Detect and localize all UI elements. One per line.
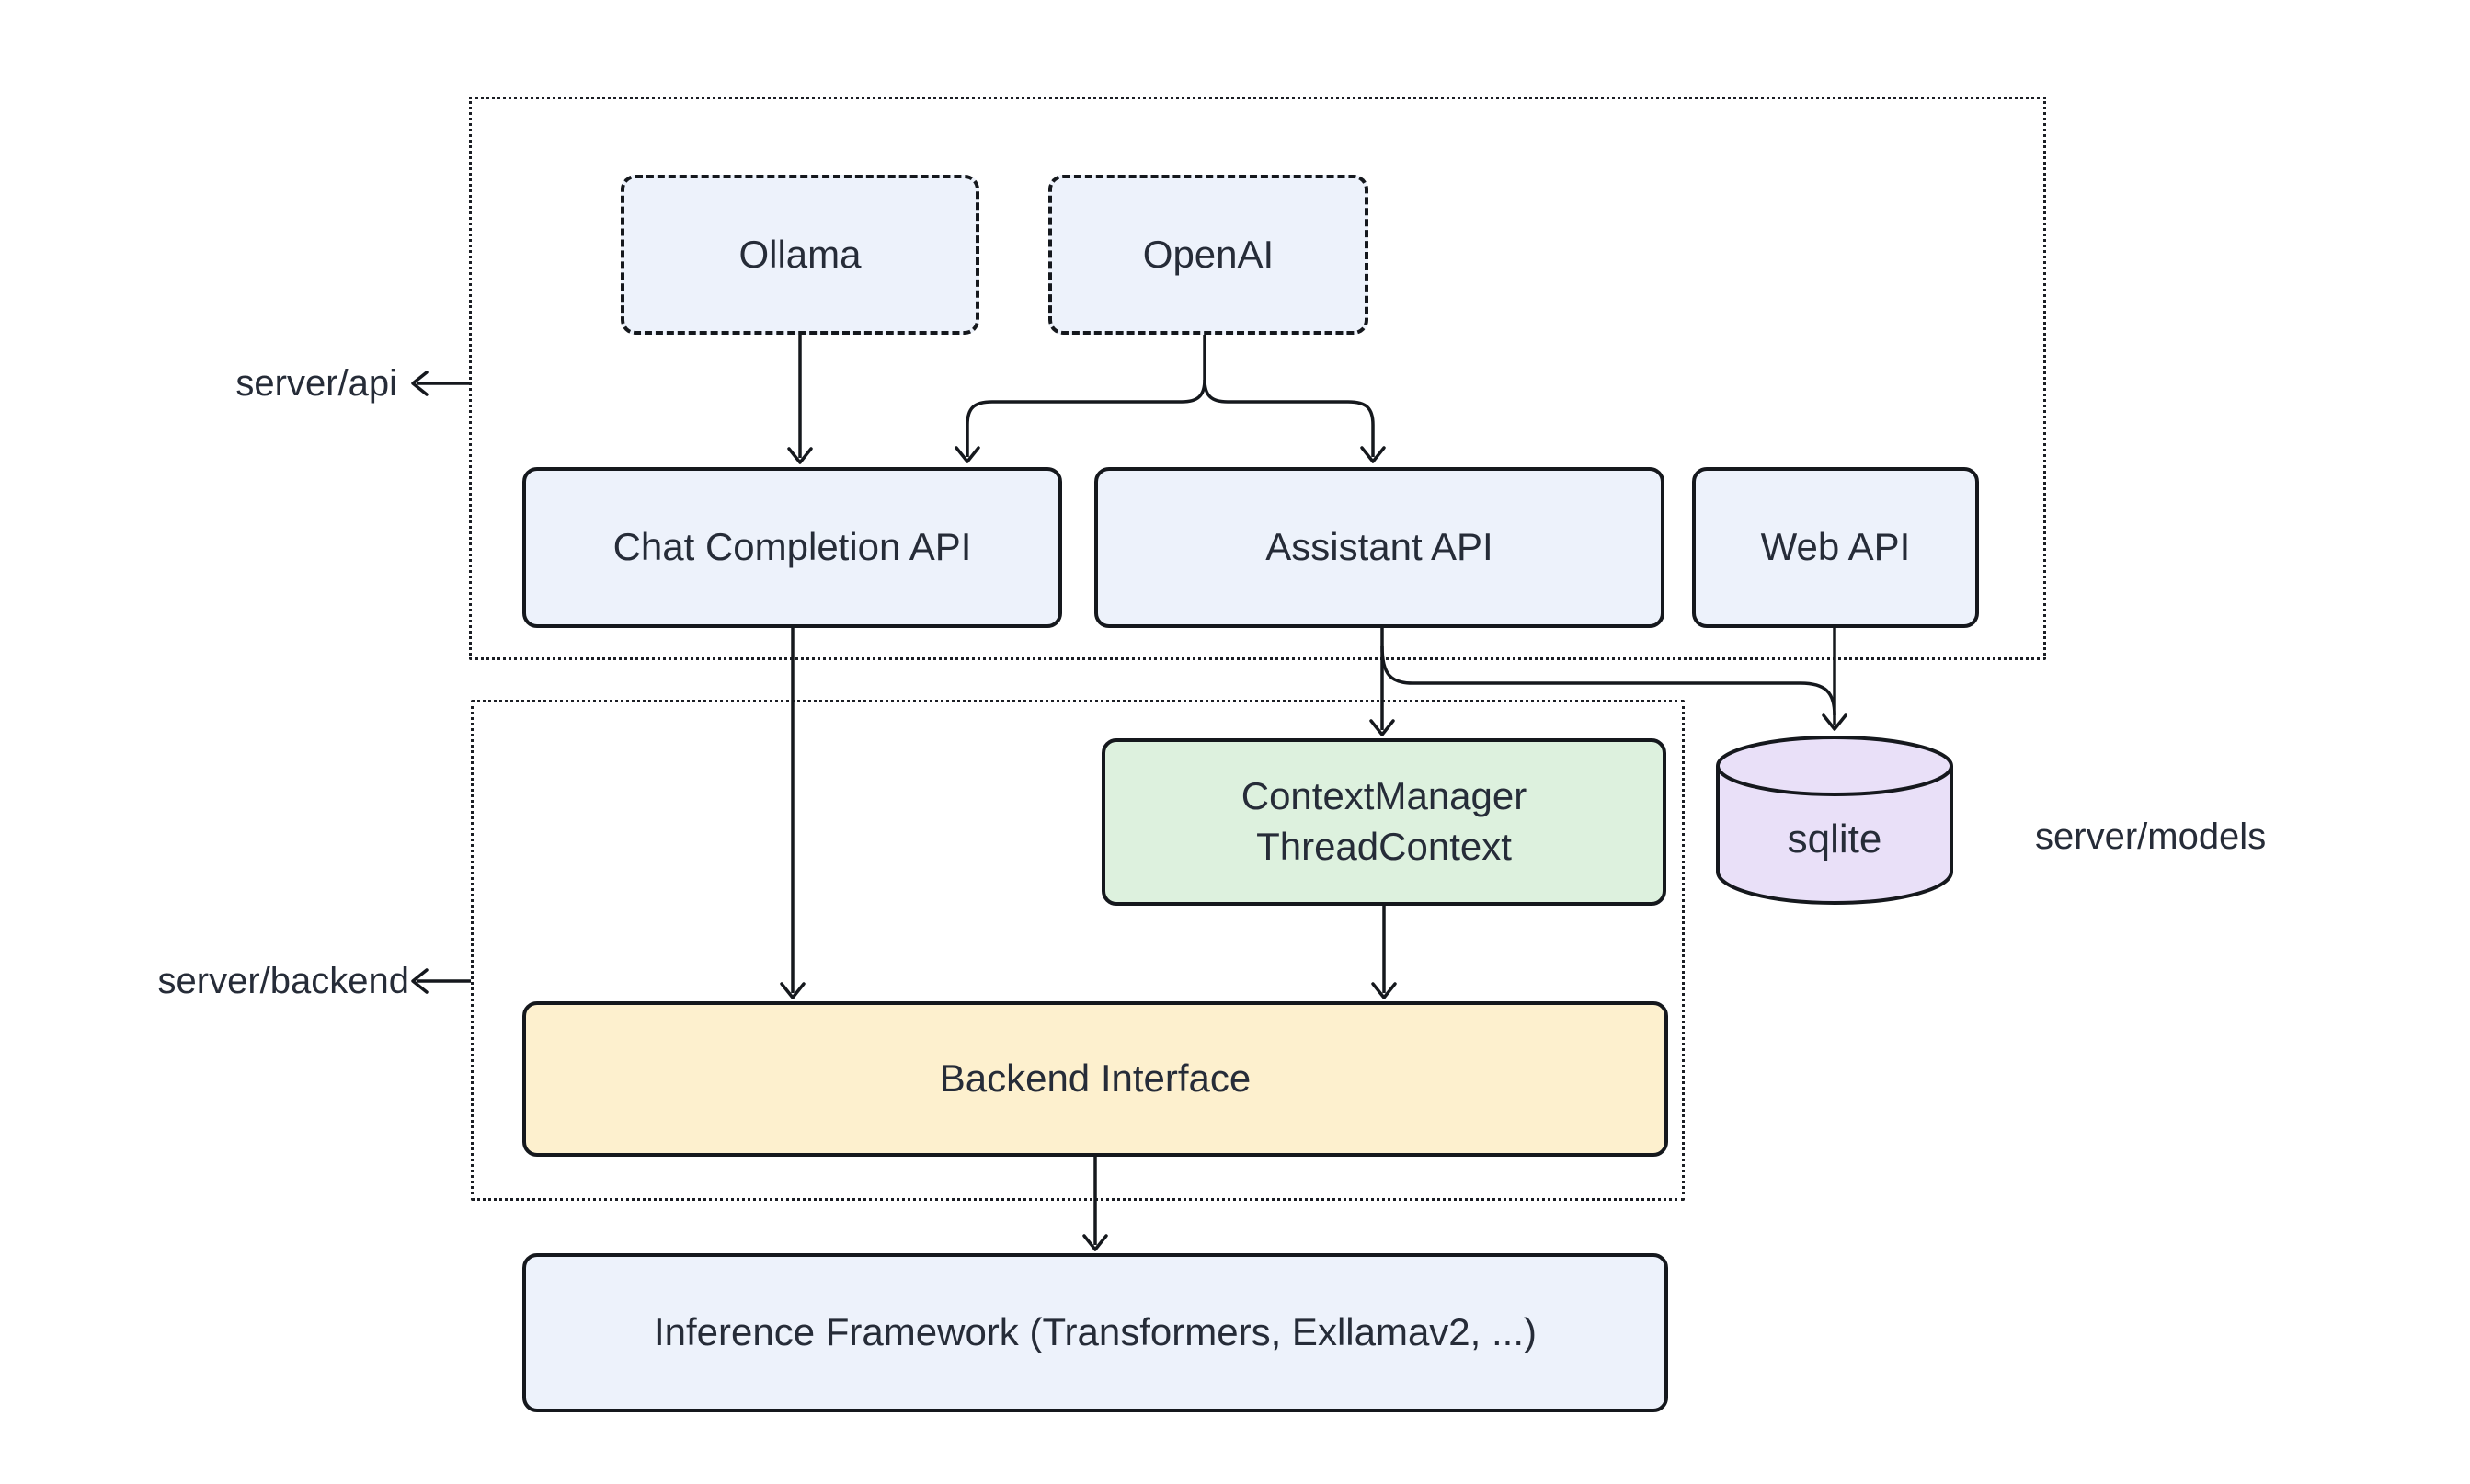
node-web-api-label: Web API [1760, 525, 1911, 569]
sqlite-cylinder-top [1716, 736, 1953, 796]
label-server-api: server/api [235, 363, 397, 404]
node-chat-completion-api: Chat Completion API [522, 467, 1062, 628]
node-context-manager-line2: ThreadContext [1256, 825, 1512, 868]
node-chat-completion-api-label: Chat Completion API [612, 525, 972, 569]
label-server-models: server/models [2035, 816, 2267, 857]
arrowhead-api-label [411, 371, 429, 396]
node-assistant-api-label: Assistant API [1265, 525, 1493, 569]
node-sqlite-label: sqlite [1787, 816, 1882, 862]
node-context-manager-line1: ContextManager [1241, 774, 1527, 818]
node-assistant-api: Assistant API [1094, 467, 1664, 628]
node-backend-interface: Backend Interface [522, 1001, 1668, 1157]
node-inference-framework-label: Inference Framework (Transformers, Exlla… [653, 1310, 1537, 1354]
node-ollama: Ollama [621, 175, 979, 335]
arrowhead-web-sqlite [1822, 713, 1847, 731]
arrowhead-backend-inference [1082, 1234, 1108, 1251]
label-server-backend: server/backend [157, 961, 409, 1001]
node-openai-label: OpenAI [1142, 232, 1275, 276]
container-server-backend [471, 700, 1685, 1201]
node-inference-framework: Inference Framework (Transformers, Exlla… [522, 1253, 1668, 1412]
container-server-api [469, 97, 2046, 660]
node-ollama-label: Ollama [738, 232, 862, 276]
arrowhead-backend-label [411, 968, 429, 994]
node-web-api: Web API [1692, 467, 1979, 628]
node-openai: OpenAI [1048, 175, 1368, 335]
node-context-manager: ContextManager ThreadContext [1102, 738, 1666, 906]
node-backend-interface-label: Backend Interface [939, 1056, 1252, 1101]
